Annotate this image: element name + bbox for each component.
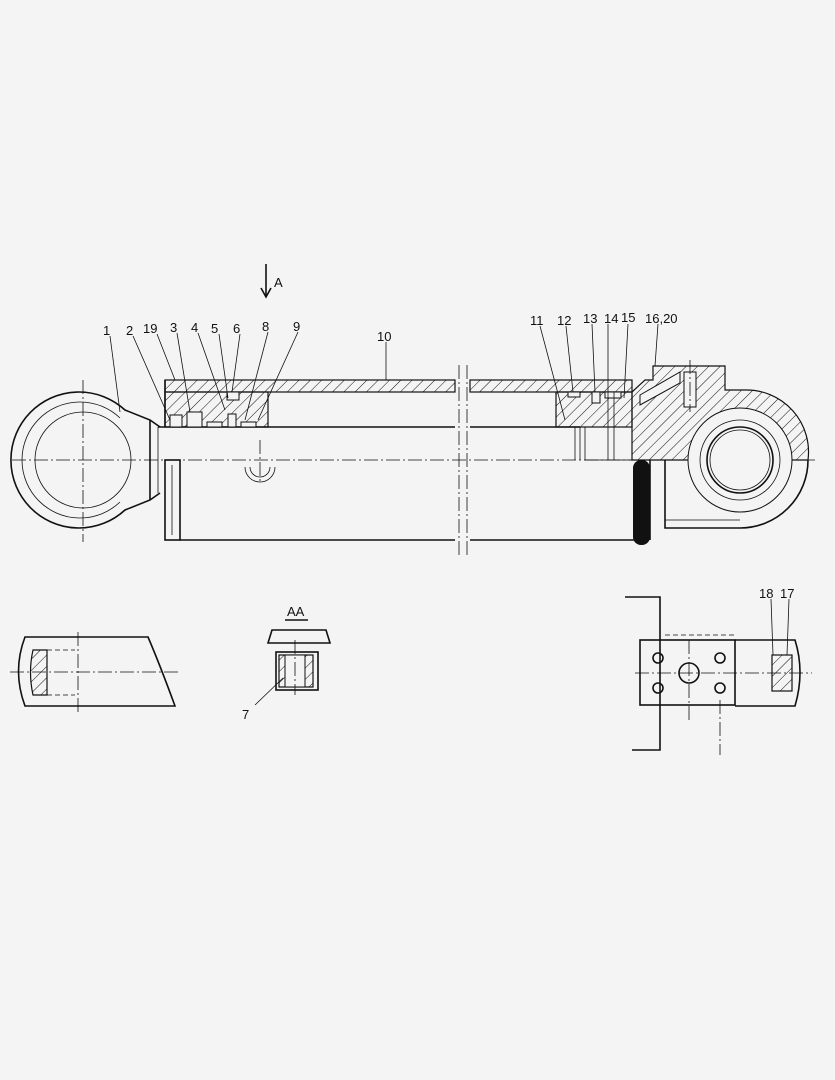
callout-14: 14 bbox=[604, 311, 618, 326]
callout-18: 18 bbox=[759, 586, 773, 601]
callout-1: 1 bbox=[103, 323, 110, 338]
view-arrow-label: A bbox=[274, 275, 283, 290]
callout-4: 4 bbox=[191, 320, 198, 335]
callout-7: 7 bbox=[242, 707, 249, 722]
section-aa-label: AA bbox=[287, 604, 305, 619]
detail-right: 18 17 bbox=[625, 586, 812, 755]
callout-10: 10 bbox=[377, 329, 391, 344]
cylinder-head bbox=[631, 360, 810, 529]
leader-lines bbox=[109, 323, 659, 421]
piston-rod bbox=[158, 426, 581, 460]
callout-19: 19 bbox=[143, 321, 157, 336]
cylinder-tube bbox=[164, 379, 635, 541]
gland bbox=[164, 391, 276, 483]
callout-11: 11 bbox=[530, 313, 544, 328]
piston bbox=[555, 391, 633, 461]
callout-5: 5 bbox=[211, 321, 218, 336]
callout-15: 15 bbox=[621, 310, 635, 325]
callout-9: 9 bbox=[293, 319, 300, 334]
callout-2: 2 bbox=[126, 323, 133, 338]
callout-8: 8 bbox=[262, 319, 269, 334]
callout-12: 12 bbox=[557, 313, 571, 328]
callout-3: 3 bbox=[170, 320, 177, 335]
view-arrow-a: A bbox=[260, 264, 283, 299]
callout-6: 6 bbox=[233, 321, 240, 336]
detail-left bbox=[10, 632, 180, 712]
rod-eye-left bbox=[10, 380, 161, 542]
callout-16-20: 16,20 bbox=[645, 311, 678, 326]
section-aa: AA 7 bbox=[242, 604, 332, 722]
seal-ring bbox=[633, 460, 650, 545]
callout-17: 17 bbox=[780, 586, 794, 601]
callout-13: 13 bbox=[583, 311, 597, 326]
